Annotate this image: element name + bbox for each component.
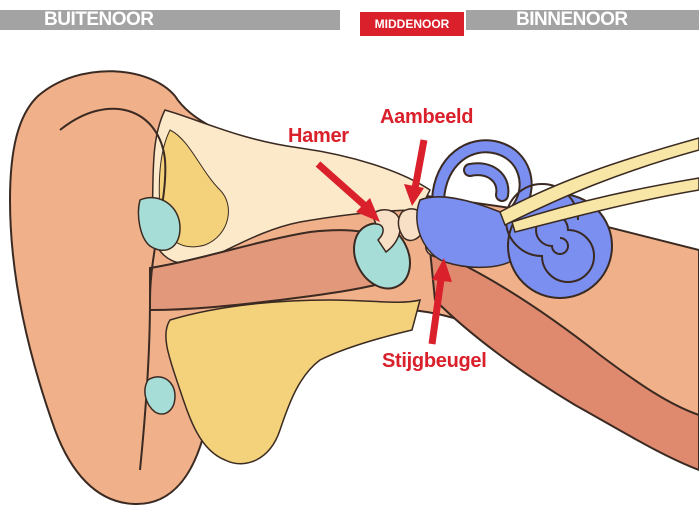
outer-ear-band [0, 10, 340, 30]
eustachian-tube [428, 248, 699, 472]
hammer-arrow [315, 161, 375, 215]
middle-ear-label: MIDDENOOR [360, 12, 464, 36]
lower-bone-region [165, 298, 422, 465]
inner-ear-band [466, 10, 699, 30]
auditory-nerve [499, 137, 699, 227]
lower-cartilage-pocket [144, 376, 176, 415]
anvil-arrow [410, 139, 428, 195]
outer-ear-label: BUITENOOR [44, 9, 154, 30]
hammer-arrowhead [356, 198, 380, 222]
hammer-label: Hamer [288, 125, 349, 147]
inner-ear-label: BINNENOOR [516, 9, 628, 30]
anvil-arrowhead [404, 184, 424, 206]
upper-cartilage-pocket [137, 196, 181, 251]
anvil-label: Aambeeld [380, 106, 474, 128]
stirrup-arrow [428, 271, 446, 345]
cochlea-spiral [505, 183, 595, 283]
header-bar: BUITENOOR MIDDENOOR BINNENOOR [0, 0, 699, 36]
auditory-nerve-lower [511, 177, 699, 233]
stirrup-label: Stijgbeugel [382, 350, 487, 372]
stirrup-arrowhead [432, 258, 452, 282]
